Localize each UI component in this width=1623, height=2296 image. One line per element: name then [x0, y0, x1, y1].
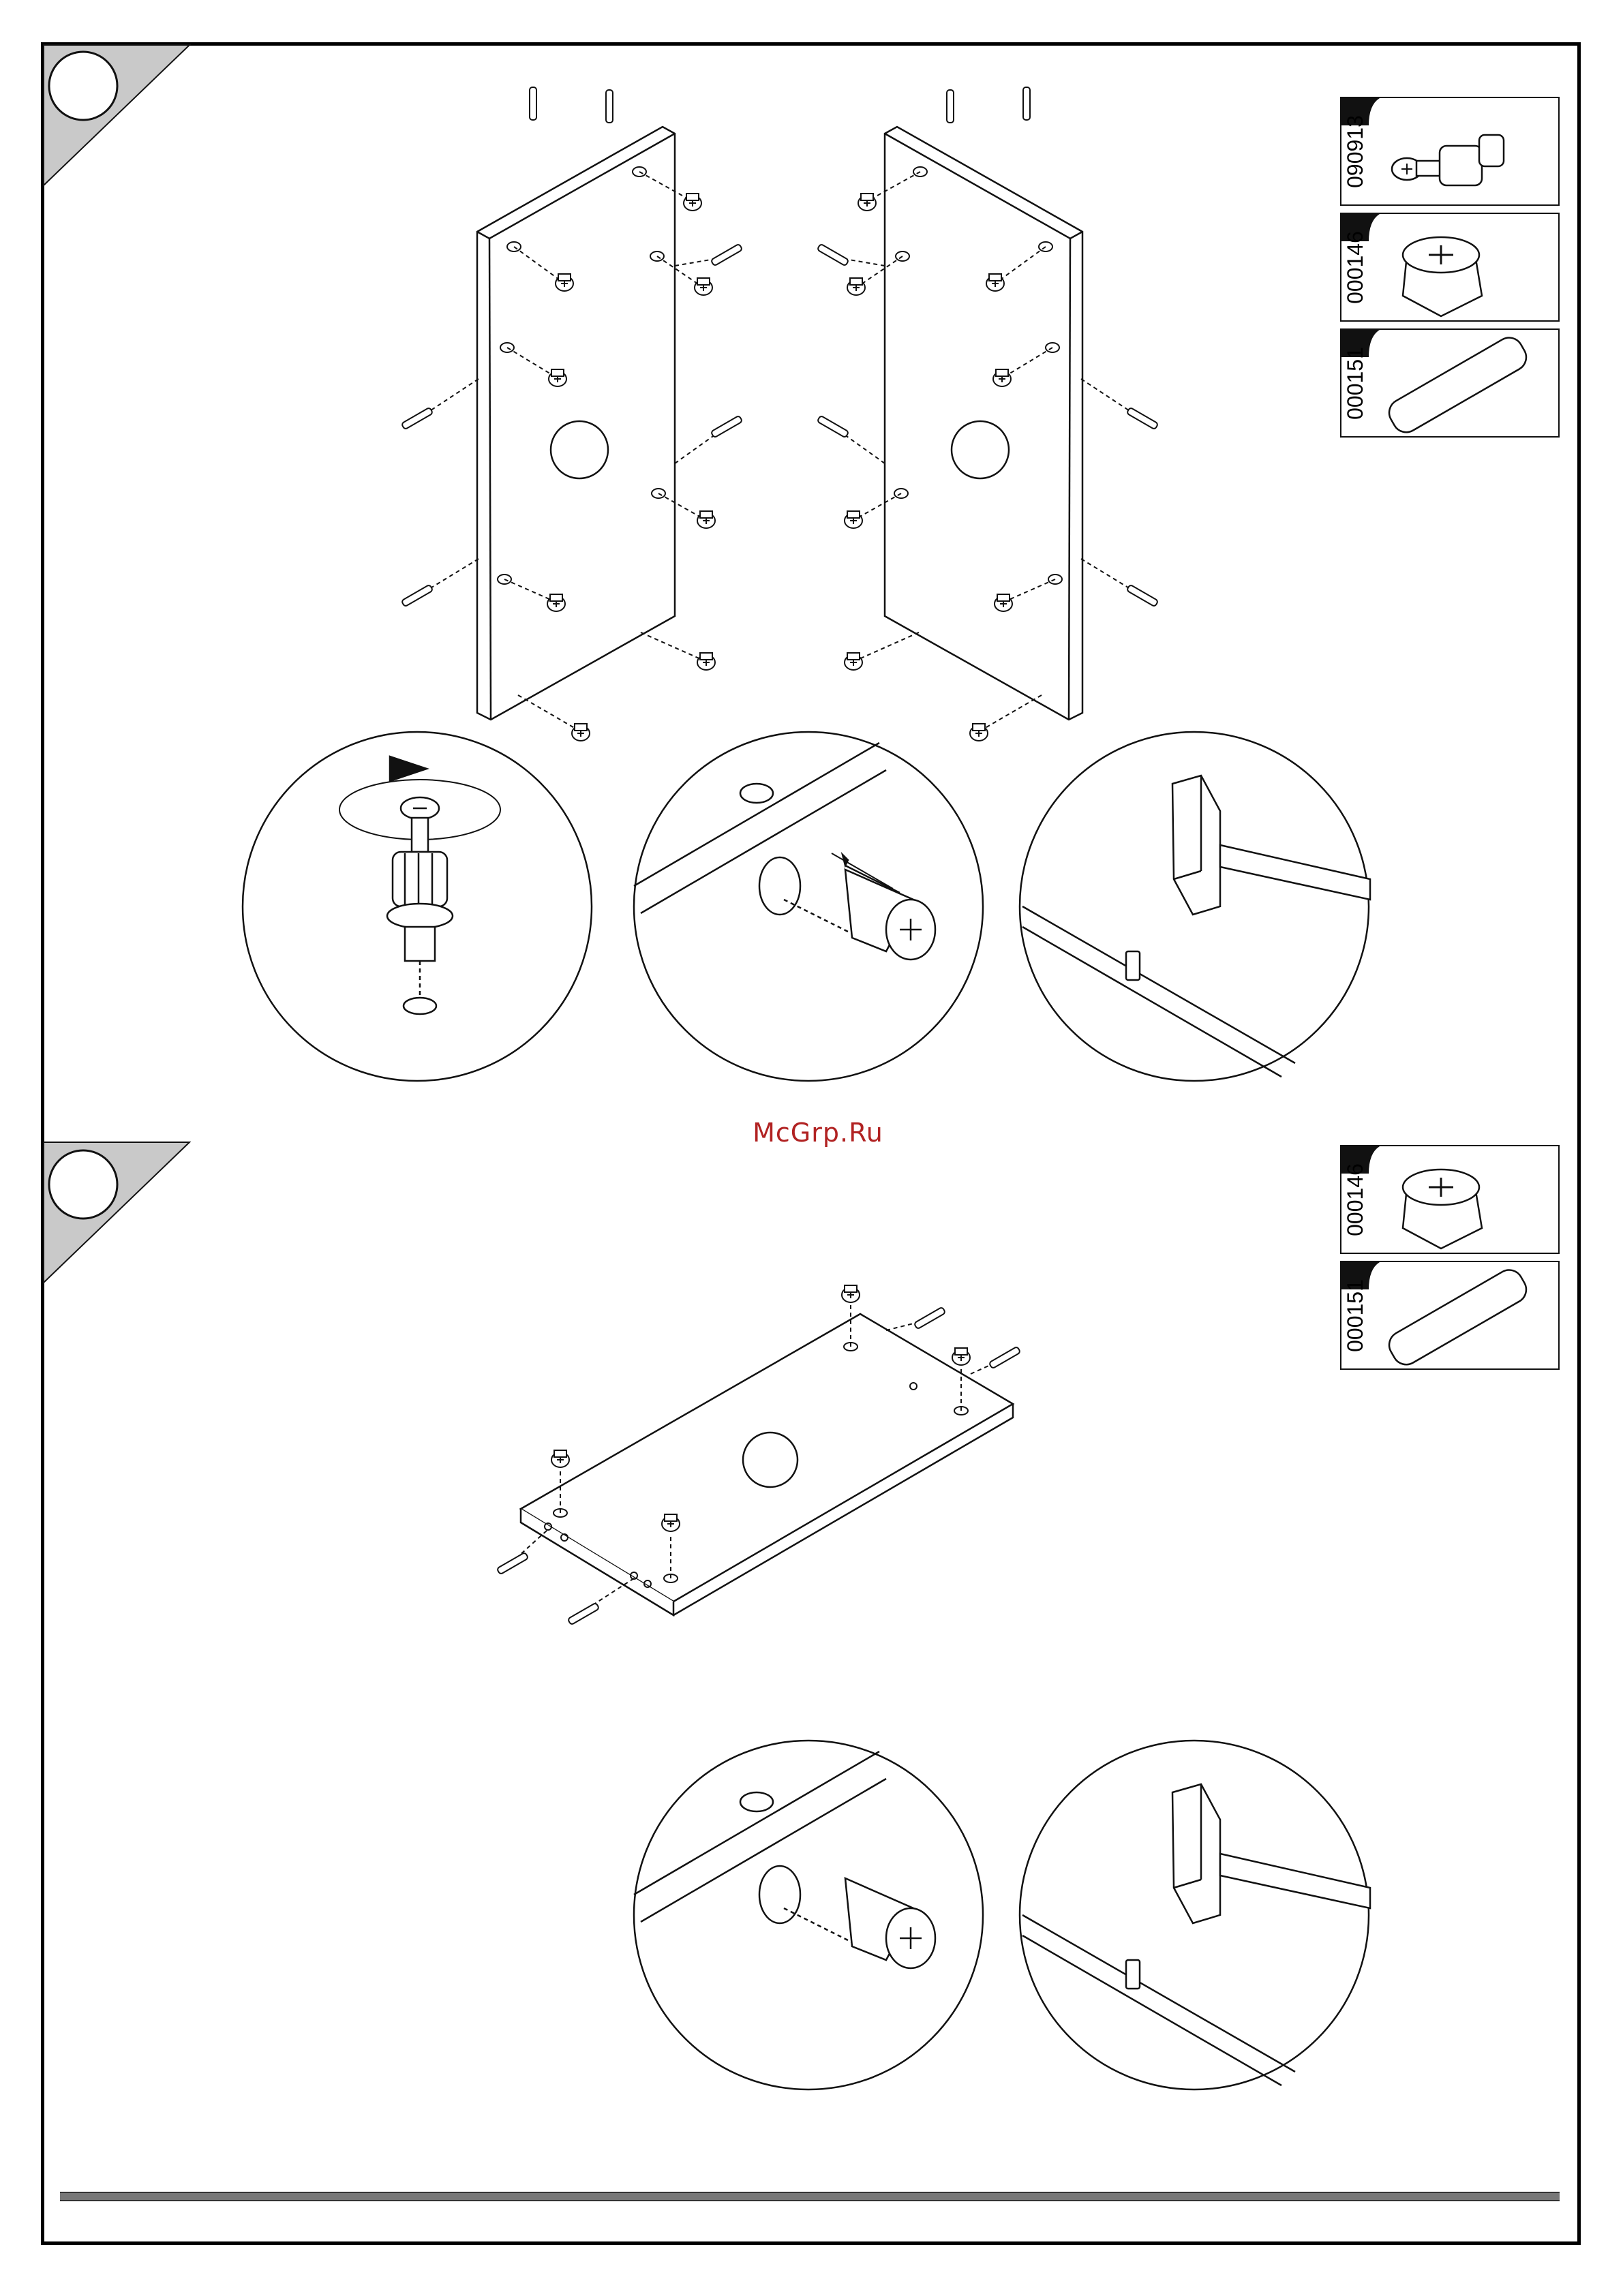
part-code: 000146	[1343, 1163, 1368, 1236]
part-card-cam-lock-step2: 000146	[1340, 1145, 1560, 1254]
right-side-panel	[817, 87, 1159, 741]
part-code: 000151	[1343, 1279, 1368, 1352]
step-1-tab	[44, 45, 189, 185]
part-code: 000146	[1343, 231, 1368, 304]
wood-dowel-icon	[1341, 330, 1558, 436]
part-card-cam-bolt: 090913	[1340, 97, 1560, 206]
cam-lock-icon	[1341, 214, 1558, 320]
detail-hammer-dowel-step2	[1020, 1741, 1370, 2090]
detail-screw-cam-bolt	[243, 732, 592, 1081]
bottom-panel	[518, 1304, 1013, 1615]
part-card-dowel: 000151	[1340, 328, 1560, 438]
cam-bolt-icon	[1341, 98, 1558, 204]
footer-bar	[60, 2192, 1560, 2201]
part-card-cam-lock: 000146	[1340, 213, 1560, 322]
detail-hammer-dowel	[1020, 732, 1370, 1081]
cam-lock-icon	[1341, 1146, 1558, 1253]
detail-insert-cam-lock-step2	[634, 1741, 983, 2090]
step-2-tab	[44, 1142, 189, 1283]
left-side-panel	[423, 127, 723, 729]
watermark: McGrp.Ru	[723, 1118, 913, 1148]
part-card-dowel-step2: 000151	[1340, 1261, 1560, 1370]
part-code: 000151	[1343, 347, 1368, 420]
wood-dowel-icon	[1341, 1262, 1558, 1368]
part-code: 090913	[1343, 115, 1368, 188]
detail-insert-cam-lock	[634, 732, 983, 1081]
